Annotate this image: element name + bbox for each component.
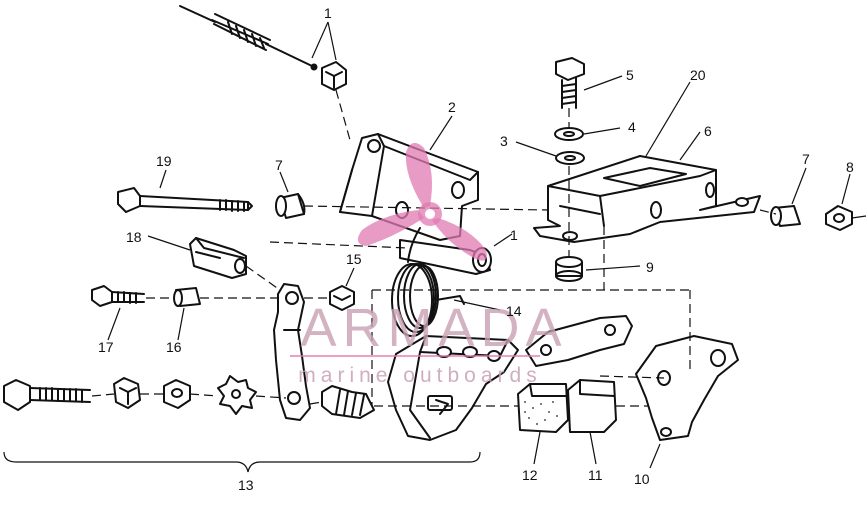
part-10-throttle-bracket: [635, 335, 739, 441]
callout-6: 6: [704, 123, 712, 139]
armada-logo-watermark: ARMADA marine outboards: [290, 142, 567, 387]
part-16-spacer: [173, 287, 201, 307]
part-12-friction-pad: [517, 383, 569, 433]
callout-10: 10: [634, 471, 650, 487]
part-8-hex-nut: [825, 205, 853, 231]
watermark-tagline: marine outboards: [298, 364, 541, 387]
callout-11: 11: [588, 467, 603, 483]
part-5-bolt: [555, 57, 585, 109]
part-11-pressure-plate: [567, 379, 617, 433]
callout-9: 9: [646, 259, 654, 275]
callout-8: 8: [846, 159, 854, 175]
callout-2: 2: [448, 99, 456, 115]
part-1-hex-nut-top: [321, 61, 347, 91]
pivot-shaft: [321, 385, 449, 419]
part-6-mounting-plate: [533, 155, 761, 243]
callout-16: 16: [166, 339, 182, 355]
part-19-long-bolt: [117, 187, 253, 213]
callout-4: 4: [628, 119, 636, 135]
callout-18: 18: [126, 229, 142, 245]
callout-19: 19: [156, 153, 172, 169]
callout-20: 20: [690, 67, 706, 83]
callout-1-mid: 1: [510, 227, 518, 243]
part-7-spacer-left: [275, 193, 306, 219]
part-14-torsion-spring: [391, 227, 465, 337]
callout-1-top: 1: [324, 5, 332, 21]
callout-17: 17: [98, 339, 114, 355]
propeller-logo-icon: [357, 142, 487, 261]
cam-plate: [525, 315, 633, 367]
callout-14: 14: [506, 303, 522, 319]
callout-5: 5: [626, 67, 634, 83]
watermark-brand: ARMADA: [300, 298, 567, 358]
callout-7-left: 7: [275, 157, 283, 173]
callout-12: 12: [522, 467, 538, 483]
part-18-swivel-block: [189, 237, 247, 279]
lever-arm: [273, 283, 311, 421]
callout-15: 15: [346, 251, 362, 267]
callout-3: 3: [500, 133, 508, 149]
part-13-group-brace: [3, 451, 481, 473]
part-4-lock-washer: [554, 127, 584, 141]
part-7-spacer-right: [770, 205, 801, 227]
part-15-nut: [329, 285, 355, 311]
part-17-screw: [91, 285, 145, 307]
callout-7-right: 7: [802, 151, 810, 167]
part-13-nut-a: [113, 377, 141, 409]
part-9-bushing: [555, 256, 583, 282]
callout-13: 13: [238, 477, 254, 493]
part-13-nut-b: [163, 379, 191, 409]
part-3-flat-washer: [555, 151, 585, 165]
part-13-bolt: [3, 379, 91, 411]
part-1-control-rod: [179, 5, 318, 71]
part-13-star-washer: [217, 375, 257, 415]
